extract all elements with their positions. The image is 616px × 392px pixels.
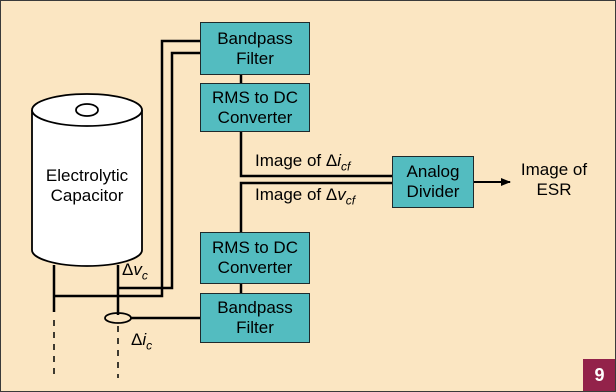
label-image-vcf: Image of Δvcf (255, 185, 355, 207)
label-image-of-esr: Image of ESR (512, 160, 596, 200)
label-image-icf-sub: cf (341, 159, 351, 174)
analog-divider-line2: Divider (406, 182, 460, 201)
rms-dc-converter-top: RMS to DC Converter (200, 83, 310, 132)
lead-dashes (53, 320, 119, 378)
analog-divider: Analog Divider (392, 156, 474, 208)
bottom-chain-wires (239, 181, 392, 293)
label-delta-ic: Δic (131, 330, 152, 352)
bandpass-filter-bottom: Bandpass Filter (200, 293, 310, 343)
bandpass-filter-top: Bandpass Filter (200, 22, 310, 75)
label-image-of-esr-line1: Image of (520, 160, 588, 179)
analog-divider-line1: Analog (406, 162, 460, 181)
label-image-vcf-sub: cf (345, 193, 356, 208)
figure-number-badge: 9 (583, 359, 616, 392)
rms-dc-converter-top-line1: RMS to DC (212, 87, 298, 107)
bandpass-filter-bottom-line1: Bandpass (217, 298, 293, 317)
capacitor-vent (75, 103, 99, 117)
label-delta-ic-sub: c (146, 338, 153, 353)
label-delta-vc-var: v (133, 260, 142, 279)
label-delta-vc-delta: Δ (122, 260, 134, 279)
label-image-vcf-delta: Δ (325, 185, 338, 204)
top-chain-wires (239, 75, 392, 178)
rms-dc-converter-bottom-line1: RMS to DC (212, 238, 298, 257)
label-image-vcf-prefix: Image of (255, 185, 326, 204)
bandpass-filter-bottom-line2: Filter (236, 318, 274, 337)
rms-dc-converter-bottom-line2: Converter (217, 258, 293, 277)
label-image-icf-var: i (337, 151, 342, 170)
label-image-vcf-var: v (337, 185, 346, 204)
label-delta-ic-var: i (142, 330, 147, 349)
label-delta-ic-delta: Δ (131, 330, 143, 349)
capacitor-leads (52, 265, 120, 315)
capacitor-body (31, 110, 143, 267)
capacitor-label-line2: Capacitor (50, 186, 124, 205)
label-delta-vc-sub: c (141, 268, 148, 283)
rms-dc-converter-bottom: RMS to DC Converter (200, 232, 310, 284)
label-image-icf: Image of Δicf (255, 151, 350, 173)
capacitor-label: Electrolytic Capacitor (32, 166, 142, 206)
rms-dc-converter-top-line2: Converter (217, 107, 293, 127)
figure-number: 9 (594, 365, 605, 385)
label-image-of-esr-line2: ESR (536, 180, 572, 199)
capacitor-label-line1: Electrolytic (45, 166, 129, 185)
bandpass-filter-top-line2: Filter (236, 48, 274, 68)
bandpass-filter-top-line1: Bandpass (217, 28, 293, 48)
label-image-icf-delta: Δ (325, 151, 338, 170)
electrolytic-capacitor (31, 93, 143, 267)
label-delta-vc: Δvc (122, 260, 148, 282)
label-image-icf-prefix: Image of (255, 151, 326, 170)
voltage-sense-wires (54, 39, 200, 298)
